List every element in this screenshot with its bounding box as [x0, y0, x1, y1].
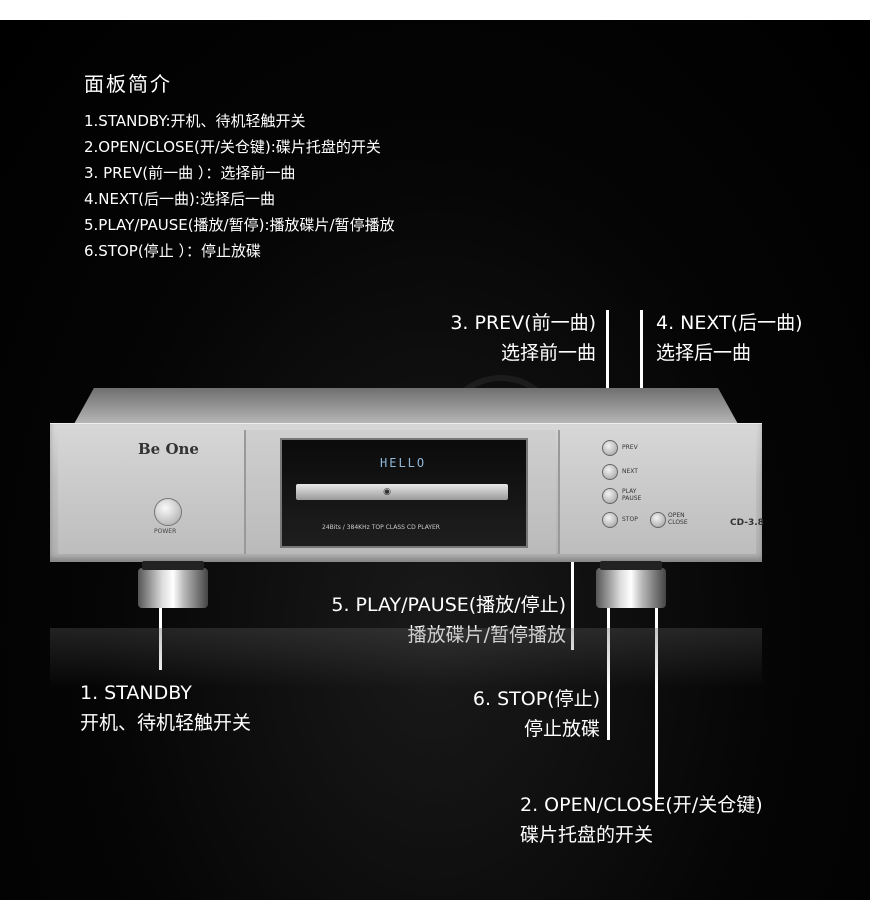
callout-standby: 1. STANDBY 开机、待机轻触开关 — [80, 678, 251, 738]
display-window: HELLO ◉ 24Bits / 384KHz TOP CLASS CD PLA… — [280, 438, 528, 548]
power-label: POWER — [154, 528, 177, 535]
open-close-label: OPEN CLOSE — [668, 512, 688, 526]
callout-open-close-desc: 碟片托盘的开关 — [520, 824, 654, 846]
play-pause-label: PLAY PAUSE — [622, 488, 642, 502]
callout-stop-desc: 停止放碟 — [523, 718, 600, 740]
prev-label: PREV — [622, 444, 638, 451]
callout-play-title: 5. PLAY/PAUSE(播放/停止) — [331, 594, 566, 616]
callout-prev-desc: 选择前一曲 — [500, 342, 596, 364]
callout-play-desc: 播放碟片/暂停播放 — [260, 620, 566, 650]
disc-tray[interactable] — [296, 484, 508, 500]
intro-item: 1.STANDBY:开机、待机轻触开关 — [84, 112, 306, 130]
intro-title: 面板简介 — [84, 72, 172, 96]
top-cover — [74, 388, 738, 424]
next-label: NEXT — [622, 468, 638, 475]
callout-next-desc: 选择后一曲 — [656, 342, 752, 364]
model-label: CD-3.8 — [730, 518, 764, 528]
leader-line-prev — [606, 310, 609, 438]
intro-item: 3. PREV(前一曲 ）：选择前一曲 — [84, 164, 296, 182]
callout-prev-title: 3. PREV(前一曲) — [450, 312, 596, 334]
callout-standby-title: 1. STANDBY — [80, 682, 192, 704]
callout-open-close-title: 2. OPEN/CLOSE(开/关仓键) — [520, 794, 763, 816]
leader-line-next — [640, 310, 643, 438]
right-foot — [596, 561, 666, 608]
callout-play: 5. PLAY/PAUSE(播放/停止) 播放碟片/暂停播放 — [260, 590, 566, 650]
intro-item: 6.STOP(停止 ）：停止放碟 — [84, 242, 261, 260]
standby-button[interactable] — [154, 498, 182, 526]
callout-prev: 3. PREV(前一曲) 选择前一曲 — [380, 308, 596, 368]
stop-button[interactable] — [602, 512, 618, 528]
play-pause-button[interactable] — [602, 488, 618, 504]
leader-line-open-close — [655, 546, 658, 800]
stop-label: STOP — [622, 516, 638, 523]
prev-button[interactable] — [602, 440, 618, 456]
device-reflection — [50, 628, 762, 688]
cd-player: Be One POWER HELLO ◉ 24Bits / 384KHz TOP… — [50, 388, 764, 628]
leader-line-play — [571, 540, 574, 650]
leader-line-stop — [607, 546, 610, 740]
callout-stop-title: 6. STOP(停止) — [472, 688, 600, 710]
intro-item: 2.OPEN/CLOSE(开/关仓键):碟片托盘的开关 — [84, 138, 381, 156]
callout-standby-desc: 开机、待机轻触开关 — [80, 712, 252, 734]
top-margin — [0, 0, 870, 20]
intro-item: 5.PLAY/PAUSE(播放/暂停):播放碟片/暂停播放 — [84, 216, 395, 234]
center-panel: HELLO ◉ 24Bits / 384KHz TOP CLASS CD PLA… — [246, 430, 556, 554]
intro-item: 4.NEXT(后一曲):选择后一曲 — [84, 190, 275, 208]
brand-logo: Be One — [138, 440, 199, 458]
callout-stop: 6. STOP(停止) 停止放碟 — [420, 684, 600, 744]
right-panel: PREV NEXT PLAY PAUSE STOP OPEN CLOSE CD-… — [558, 430, 764, 554]
product-stage: 面板简介 1.STANDBY:开机、待机轻触开关 2.OPEN/CLOSE(开/… — [0, 20, 870, 900]
callout-next-title: 4. NEXT(后一曲) — [656, 312, 803, 334]
disc-logo-icon: ◉ — [383, 487, 391, 497]
intro-list: 1.STANDBY:开机、待机轻触开关 2.OPEN/CLOSE(开/关仓键):… — [84, 108, 395, 264]
left-panel: Be One POWER — [58, 430, 246, 554]
callout-open-close: 2. OPEN/CLOSE(开/关仓键) 碟片托盘的开关 — [520, 790, 763, 850]
display-readout: HELLO — [380, 456, 427, 470]
front-panel: Be One POWER HELLO ◉ 24Bits / 384KHz TOP… — [50, 423, 764, 562]
callout-next: 4. NEXT(后一曲) 选择后一曲 — [656, 308, 803, 368]
open-close-button[interactable] — [650, 512, 666, 528]
next-button[interactable] — [602, 464, 618, 480]
display-caption: 24Bits / 384KHz TOP CLASS CD PLAYER — [322, 524, 440, 531]
left-foot — [138, 561, 208, 608]
